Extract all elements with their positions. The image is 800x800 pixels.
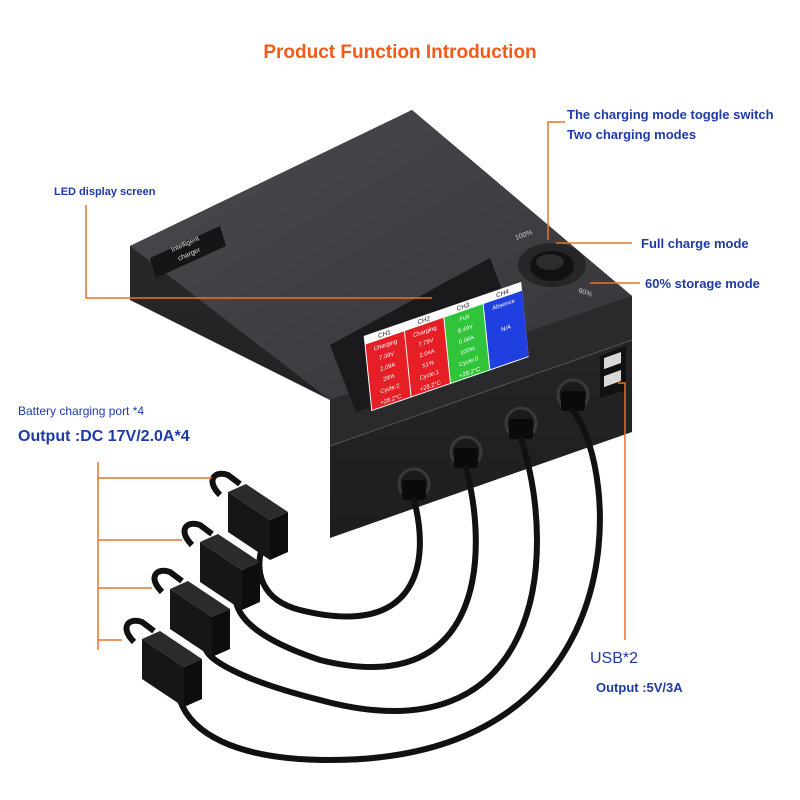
cable-1: [256, 497, 423, 620]
ch1-current: 2.09A: [380, 362, 396, 373]
usb-port-1: [604, 351, 621, 370]
header-ch4: CH4: [496, 288, 510, 299]
ch2-percent: 51%: [422, 360, 435, 370]
connector-4: [123, 617, 202, 707]
ch3-percent: 100%: [460, 346, 476, 357]
label-usb: USB*2: [590, 650, 639, 667]
ch3-voltage: 8.49V: [458, 324, 474, 335]
cell-ch1: [365, 331, 411, 410]
led-screen: CH1 CH2 CH3 CH4 Charging 7.39V 2.09A 29%…: [330, 258, 529, 412]
cell-ch4: [483, 290, 529, 370]
cell-ch3: [444, 304, 490, 383]
label-output-dc: Output :DC 17V/2.0A*4: [18, 428, 190, 445]
usb-ports: [600, 346, 626, 398]
port-plugs: [402, 391, 585, 500]
leader-usb: [618, 382, 626, 640]
screen-grid: [363, 281, 529, 412]
leader-lines: [85, 121, 640, 650]
page-title: Product Function Introduction: [263, 42, 537, 63]
label-battery-port: Battery charging port *4: [18, 404, 145, 418]
header-ch3: CH3: [457, 302, 471, 313]
label-led-display: LED display screen: [54, 186, 156, 198]
dial-storage-label: 60%: [577, 287, 593, 298]
ch1-voltage: 7.39V: [379, 351, 395, 362]
label-storage-mode: 60% storage mode: [645, 276, 760, 291]
ch2-voltage: 7.79V: [418, 338, 434, 349]
battery-connectors: [123, 470, 288, 707]
label-output-usb: Output :5V/3A: [596, 680, 683, 695]
connector-3: [151, 567, 230, 657]
cable-4: [177, 408, 603, 764]
charging-cables: [177, 408, 603, 764]
leader-led: [85, 205, 432, 299]
cable-3: [203, 436, 540, 714]
leader-toggle: [547, 121, 565, 240]
connector-2: [181, 520, 260, 610]
brand-badge: Intelligent charger: [150, 226, 226, 278]
ch3-status: Full: [459, 314, 469, 323]
cell-ch2: [404, 317, 450, 397]
cable-2: [233, 465, 479, 670]
ch3-current: 0.00A: [459, 335, 475, 346]
usb-port-2: [604, 369, 621, 388]
label-two-modes: Two charging modes: [567, 127, 697, 142]
ch2-current: 2.04A: [419, 349, 435, 360]
label-full-charge: Full charge mode: [641, 236, 749, 251]
label-toggle-switch: The charging mode toggle switch: [567, 107, 774, 122]
ch1-percent: 29%: [383, 373, 396, 383]
header-ch1: CH1: [378, 329, 392, 340]
body-seam: [329, 339, 633, 447]
connector-1: [209, 470, 288, 560]
ch4-value: N/A: [501, 324, 511, 333]
header-ch2: CH2: [417, 315, 431, 326]
